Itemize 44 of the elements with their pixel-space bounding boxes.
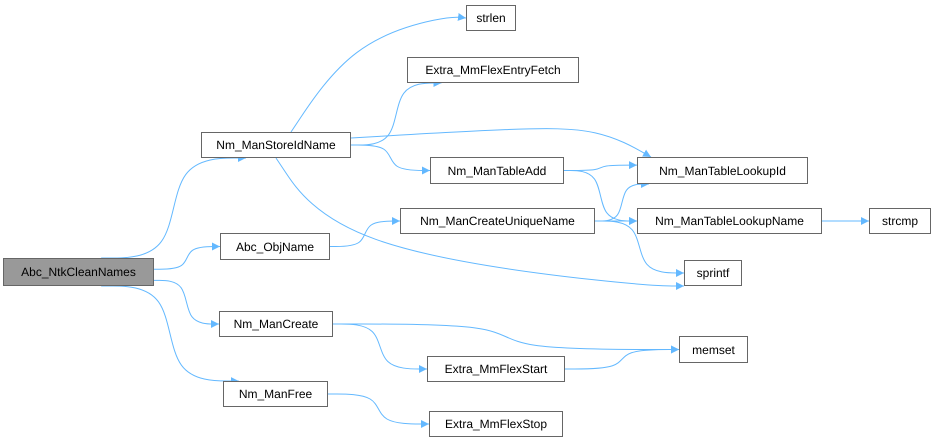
- function-box: [220, 233, 330, 260]
- function-box: [679, 336, 748, 363]
- function-box: [223, 381, 328, 407]
- function-name: Nm_ManCreateUniqueName: [420, 214, 575, 228]
- function-name: strcmp: [882, 214, 918, 228]
- arrow: [290, 13, 466, 132]
- function-name: Nm_ManFree: [238, 387, 312, 401]
- function-name: sprintf: [696, 266, 730, 280]
- arrow: [350, 128, 652, 158]
- function-box: [400, 208, 595, 234]
- function-box: [637, 208, 822, 234]
- function-box: [430, 157, 564, 184]
- arrow: [276, 158, 684, 290]
- arrow: [822, 217, 870, 225]
- arrow: [154, 280, 220, 328]
- function-box: [201, 132, 351, 158]
- function-name: strlen: [476, 11, 506, 25]
- function-name: Extra_MmFlexStop: [444, 417, 548, 431]
- arrow: [350, 144, 430, 174]
- arrow: [594, 220, 684, 277]
- function-name: Nm_ManTableAdd: [448, 164, 546, 178]
- arrow: [328, 394, 430, 428]
- function-name: Nm_ManTableLookupId: [659, 164, 786, 178]
- function-name: Nm_ManCreate: [234, 317, 318, 331]
- function-name: Extra_MmFlexEntryFetch: [425, 63, 561, 77]
- function-box: [637, 157, 808, 184]
- function-box: [219, 311, 333, 337]
- arrow: [330, 217, 400, 247]
- function-box: [869, 208, 931, 234]
- function-name: Nm_ManStoreIdName: [216, 138, 336, 152]
- function-box: [407, 57, 579, 83]
- function-name: Extra_MmFlexStart: [444, 362, 548, 376]
- function-name: Nm_ManTableLookupName: [655, 214, 804, 228]
- arrow: [564, 346, 680, 370]
- function-name: memset: [692, 342, 735, 356]
- function-box: [684, 260, 742, 286]
- function-box: [3, 258, 154, 286]
- function-name: Abc_NtkCleanNames: [21, 265, 136, 279]
- function-box: [466, 5, 516, 31]
- function-box: [429, 411, 563, 437]
- function-box: [427, 356, 565, 382]
- function-name: Abc_ObjName: [236, 240, 314, 254]
- arrow: [332, 324, 428, 373]
- arrow: [154, 242, 220, 270]
